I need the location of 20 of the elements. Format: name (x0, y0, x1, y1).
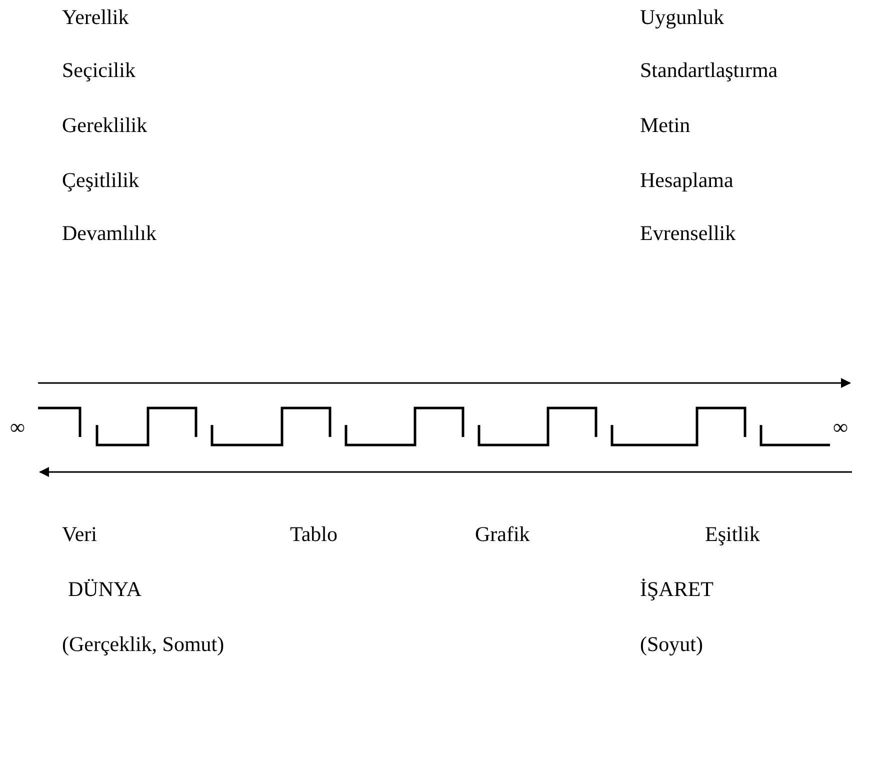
infinity-symbol: ∞ (10, 415, 25, 440)
term-label: Seçicilik (62, 58, 136, 84)
term-label: Yerellik (62, 5, 129, 30)
note-label: (Soyut) (640, 632, 703, 658)
note-label: (Gerçeklik, Somut) (62, 632, 224, 658)
term-label: Veri (62, 522, 97, 548)
term-label: Gereklilik (62, 113, 148, 138)
term-label: Metin (640, 113, 690, 138)
term-label: Grafik (475, 522, 530, 548)
term-label: Tablo (290, 522, 338, 548)
term-label: Uygunluk (640, 5, 724, 30)
term-label: Çeşitlilik (62, 168, 140, 194)
term-label: Eşitlik (705, 522, 760, 548)
infinity-symbol: ∞ (833, 415, 848, 440)
heading-label: DÜNYA (68, 577, 142, 602)
term-label: Hesaplama (640, 168, 734, 194)
term-label: Evrensellik (640, 221, 736, 246)
heading-label: İŞARET (640, 577, 714, 602)
term-label: Devamlılık (62, 221, 156, 246)
term-label: Standartlaştırma (640, 58, 778, 84)
